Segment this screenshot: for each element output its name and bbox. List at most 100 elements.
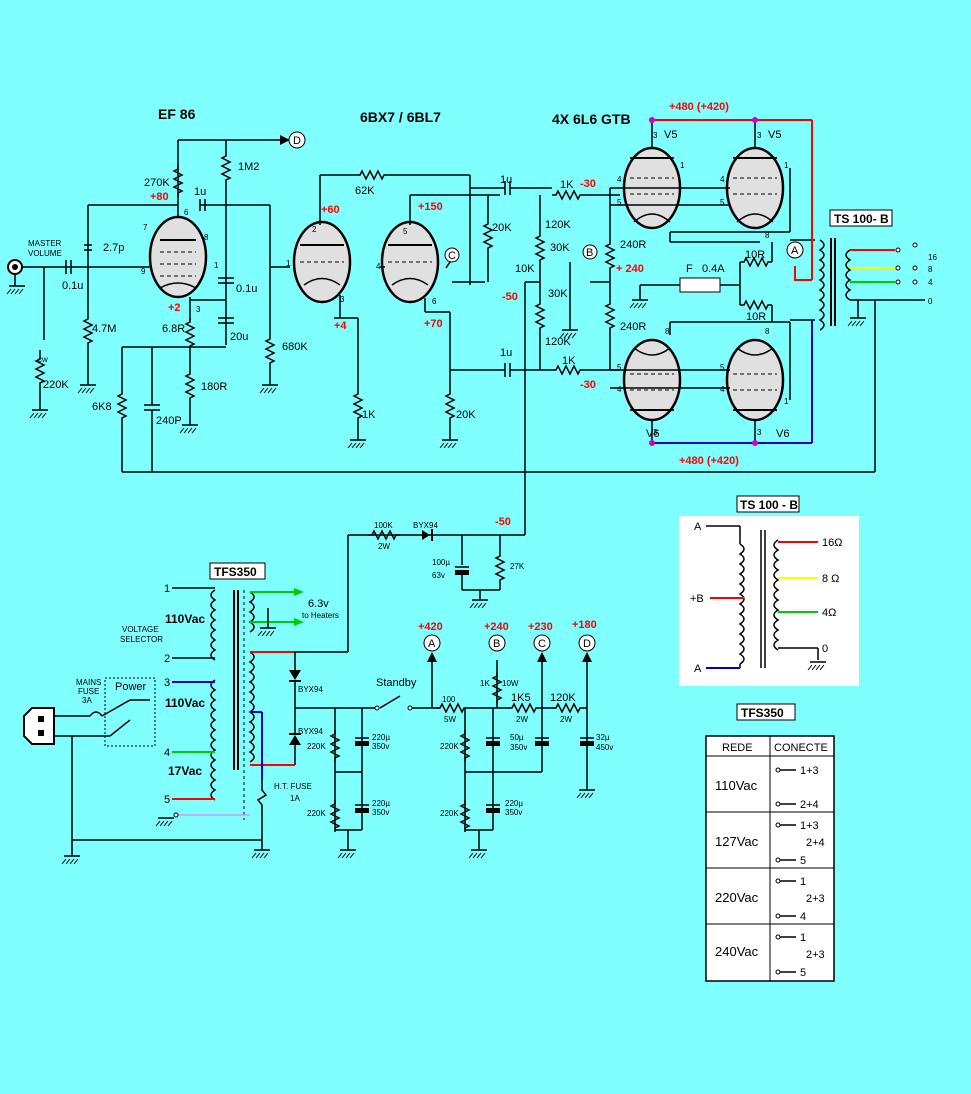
v5a-pin3: 3 bbox=[653, 131, 658, 140]
c-in-label: 0.1u bbox=[62, 280, 83, 292]
v110-b-label: 110Vac bbox=[165, 696, 205, 710]
v5a-tube bbox=[622, 146, 682, 230]
bias-c-label: 100µ bbox=[432, 558, 450, 567]
mains-inlet bbox=[23, 707, 55, 745]
ot-tap-4: 4 bbox=[928, 278, 933, 287]
pi-pin1: 1 bbox=[286, 259, 291, 268]
c220a-label: 220µ bbox=[372, 733, 390, 742]
c220c-v: 350v bbox=[505, 808, 522, 817]
tfs-row4-c3: 5 bbox=[800, 967, 806, 979]
v110-a-label: 110Vac bbox=[165, 612, 205, 626]
node-b-bias: B bbox=[586, 247, 593, 259]
c20u-label: 20u bbox=[230, 331, 248, 343]
ts-a-top: A bbox=[694, 521, 702, 533]
r30k-b-label: 30K bbox=[548, 288, 568, 300]
tap-4: 4 bbox=[164, 747, 170, 759]
node-b-supply: B bbox=[493, 638, 500, 650]
v6a-pin4: 4 bbox=[617, 385, 622, 394]
r240r-b-label: 240R bbox=[620, 321, 646, 333]
r1k5-label: 1K5 bbox=[511, 692, 531, 704]
c2p7-label: 2.7p bbox=[103, 242, 124, 254]
tap-3: 3 bbox=[164, 677, 170, 689]
ef86-title: EF 86 bbox=[158, 106, 196, 122]
v6b-pin5: 5 bbox=[720, 363, 725, 372]
v5a-pin4: 4 bbox=[617, 175, 622, 184]
r240r-a-label: 240R bbox=[620, 239, 646, 251]
cw-label: cw bbox=[38, 355, 48, 364]
pi-pin6: 6 bbox=[432, 297, 437, 306]
ot-tap-16: 16 bbox=[928, 253, 937, 262]
r62k-label: 62K bbox=[355, 185, 375, 197]
mains-fuse-2: FUSE bbox=[78, 687, 99, 696]
mains-fuse-3: 3A bbox=[82, 696, 92, 705]
r10r-a-label: 10R bbox=[745, 249, 765, 261]
d1-label: BYX94 bbox=[298, 685, 323, 694]
v-pi-plate1: +60 bbox=[321, 204, 340, 216]
bias-r-label: 100K bbox=[374, 521, 393, 530]
c01u-b-label: 0.1u bbox=[236, 283, 257, 295]
v6-label-b: V6 bbox=[776, 428, 789, 440]
node-c-pi: C bbox=[448, 250, 456, 262]
r1k5-w: 2W bbox=[516, 715, 528, 724]
v5-label-a: V5 bbox=[664, 129, 677, 141]
ts-b-mid: +B bbox=[690, 593, 704, 605]
tfs-row2-c3: 5 bbox=[800, 855, 806, 867]
ts-a-bot: A bbox=[694, 663, 702, 675]
ef86-pin6: 6 bbox=[184, 208, 189, 217]
node-c-supply: C bbox=[538, 638, 546, 650]
tfs-table-title: TFS350 bbox=[741, 706, 784, 720]
bias-c-v: 63v bbox=[432, 571, 445, 580]
v-pi-cath2: +70 bbox=[424, 318, 443, 330]
c220b-label: 220µ bbox=[372, 799, 390, 808]
r120k-w: 2W bbox=[560, 715, 572, 724]
tfs-row1-c1: 1+3 bbox=[800, 765, 819, 777]
tfs-row3-c1: 1 bbox=[800, 876, 806, 888]
r120k-label: 120K bbox=[550, 692, 576, 704]
r120k-a-label: 120K bbox=[545, 219, 571, 231]
tfs-row2-c2: 2+4 bbox=[806, 837, 825, 849]
v-pi-plate2: +150 bbox=[418, 201, 443, 213]
ts-tap-8: 8 Ω bbox=[822, 573, 839, 585]
tfs-row4-rede: 240Vac bbox=[715, 944, 759, 959]
v5a-pin1: 1 bbox=[680, 161, 685, 170]
r20k-a-label: 20K bbox=[492, 222, 512, 234]
r1k-g1-label: 1K bbox=[560, 179, 574, 191]
v6b-pin1: 1 bbox=[784, 397, 789, 406]
v5b-pin5: 5 bbox=[720, 198, 725, 207]
r220k-a-label: 220K bbox=[307, 742, 326, 751]
ts100b-panel: TS 100 - B A +B A 16Ω 8 Ω 4Ω 0 bbox=[679, 495, 859, 686]
v5b-pin1: 1 bbox=[784, 161, 789, 170]
v6a-pin3: 3 bbox=[653, 428, 658, 437]
v-screen: + 240 bbox=[616, 263, 644, 275]
c1u-b-label: 1u bbox=[500, 174, 512, 186]
phase-tube-2 bbox=[380, 220, 440, 304]
r6k8-label: 6K8 bbox=[92, 401, 112, 413]
mains-fuse-1: MAINS bbox=[76, 678, 101, 687]
tfs-table-h2: CONECTE bbox=[774, 742, 828, 754]
c220a-v: 350v bbox=[372, 742, 389, 751]
power-switch[interactable] bbox=[104, 677, 156, 747]
r270k-label: 270K bbox=[144, 177, 170, 189]
r220k-d-label: 220K bbox=[440, 809, 459, 818]
output-tubes-title: 4X 6L6 GTB bbox=[552, 111, 631, 127]
v5a-pin5: 5 bbox=[617, 198, 622, 207]
tfs-title: TFS350 bbox=[214, 565, 257, 579]
tap-2: 2 bbox=[164, 653, 170, 665]
v17-label: 17Vac bbox=[168, 764, 202, 778]
pi-pin3: 3 bbox=[340, 295, 345, 304]
d2-label: BYX94 bbox=[298, 727, 323, 736]
v5b-pin3: 3 bbox=[757, 131, 762, 140]
v6b-pin8: 8 bbox=[765, 327, 770, 336]
r1k10w-label: 1K bbox=[480, 679, 490, 688]
v5-label-b: V5 bbox=[768, 129, 781, 141]
v5b-pin8: 8 bbox=[765, 231, 770, 240]
standby-switch[interactable] bbox=[379, 695, 401, 709]
tfs-table-h1: REDE bbox=[722, 742, 753, 754]
r120k-b-label: 120K bbox=[545, 336, 571, 348]
r6r8-label: 6.8R bbox=[162, 323, 185, 335]
c32u-v: 450v bbox=[596, 743, 613, 752]
c50u-label: 50µ bbox=[510, 733, 524, 742]
v-ef86-cath: +2 bbox=[168, 302, 181, 314]
node-a-ot: A bbox=[791, 245, 799, 257]
ef86-pin3: 3 bbox=[196, 305, 201, 314]
